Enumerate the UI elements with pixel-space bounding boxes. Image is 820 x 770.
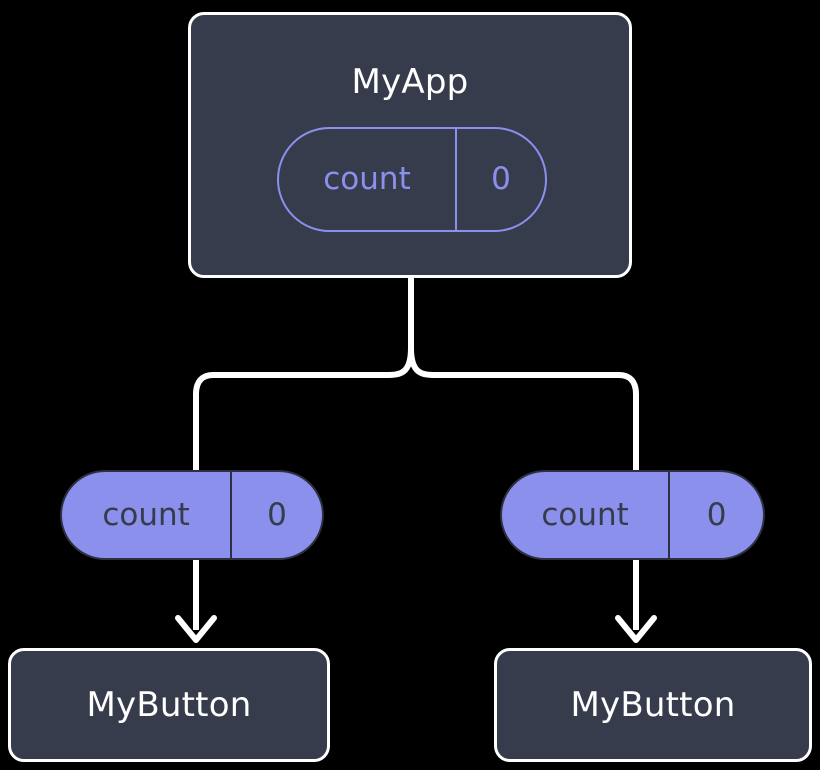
component-node-mybutton-left[interactable]: MyButton <box>8 648 330 762</box>
state-pill-key: count <box>323 161 411 197</box>
state-pill-key: count <box>541 496 629 533</box>
component-title: MyButton <box>86 685 252 725</box>
state-pill-value: 0 <box>668 472 763 558</box>
component-title: MyButton <box>570 685 736 725</box>
fork-connector-right-icon <box>408 345 639 475</box>
state-pill-value: 0 <box>230 472 322 558</box>
component-node-myapp[interactable]: MyApp <box>188 12 632 278</box>
state-pill-key: count <box>102 496 190 533</box>
arrow-down-icon-left <box>175 615 217 643</box>
state-pill-value: 0 <box>455 129 545 230</box>
state-pill-branch-1-count[interactable]: count 0 <box>500 470 765 560</box>
component-title: MyApp <box>351 62 469 102</box>
component-node-mybutton-right[interactable]: MyButton <box>494 648 812 762</box>
state-pill-branch-0-count[interactable]: count 0 <box>60 470 324 560</box>
fork-connector-icon <box>193 273 414 475</box>
arrow-down-icon-right <box>615 615 657 643</box>
state-pill-root-count[interactable]: count 0 <box>277 127 547 232</box>
